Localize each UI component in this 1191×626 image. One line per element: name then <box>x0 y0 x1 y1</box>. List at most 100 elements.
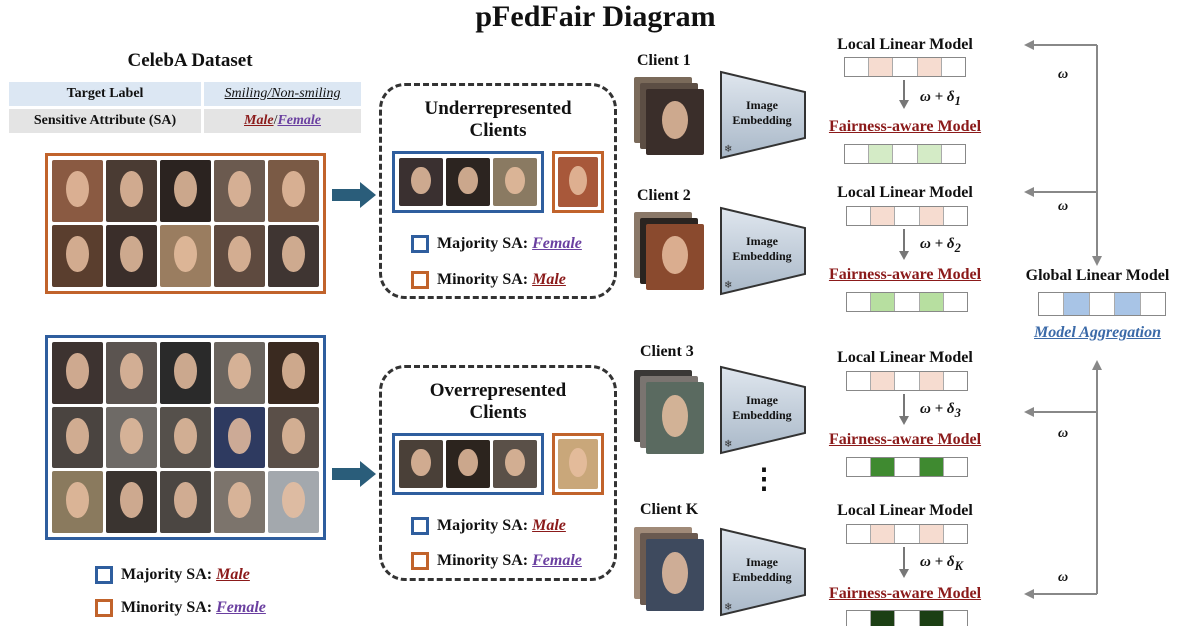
face-photo <box>52 471 103 533</box>
omega-label: ω <box>1058 426 1069 441</box>
under-minority-value: Male <box>532 271 566 288</box>
client-3-image-stack <box>634 370 706 456</box>
client-3-label: Client 3 <box>640 343 694 360</box>
over-group-title: Overrepresented Clients <box>379 380 617 424</box>
left-legend-majority: Majority SA: Male <box>95 566 250 584</box>
snowflake-icon: ❄ <box>724 280 733 291</box>
face-photo <box>52 342 103 404</box>
face-photo <box>446 440 490 488</box>
ellipsis: ⋮ <box>750 464 778 495</box>
local-model-title-1: Local Linear Model <box>837 36 973 53</box>
image-embedding-encoder <box>719 365 809 455</box>
local-model-title-k: Local Linear Model <box>837 502 973 519</box>
delta-formula-k: ω + δK <box>920 554 963 574</box>
left-legend-minority: Minority SA: Female <box>95 599 266 617</box>
blue-square-icon <box>411 517 429 535</box>
embed-line1: Image <box>746 555 778 569</box>
over-minority-image <box>552 433 604 495</box>
orange-square-icon <box>95 599 113 617</box>
snowflake-icon: ❄ <box>724 602 733 613</box>
embed-line1: Image <box>746 393 778 407</box>
omega-label: ω <box>1058 570 1069 585</box>
fairness-cell <box>919 611 944 626</box>
male-face-grid <box>45 335 326 540</box>
delta-sub: 2 <box>954 241 961 255</box>
under-legend-majority: Majority SA: Female <box>411 235 582 253</box>
fairness-model-title-3: Fairness-aware Model <box>828 431 982 448</box>
blue-square-icon <box>411 235 429 253</box>
arrow-right-icon <box>332 182 376 208</box>
image-embedding-encoder <box>719 527 809 617</box>
embed-line2: Embedding <box>732 249 792 263</box>
face-photo <box>160 471 211 533</box>
legend-majority-value: Male <box>216 566 250 583</box>
delta-formula-1: ω + δ1 <box>920 89 961 109</box>
face-photo <box>646 539 704 611</box>
omega-label: ω <box>1058 199 1069 214</box>
female-face-grid <box>45 153 326 294</box>
legend-minority-value: Female <box>216 599 266 616</box>
under-title-line2: Clients <box>469 120 527 141</box>
face-photo <box>214 342 265 404</box>
target-label-value: Smiling/Non-smiling <box>202 82 361 108</box>
local-model-title-3: Local Linear Model <box>837 349 973 366</box>
local-model-vector-3 <box>846 371 968 391</box>
target-value-b: Non-smiling <box>271 86 341 101</box>
overrepresented-group <box>379 365 617 581</box>
face-photo <box>558 157 598 207</box>
client-2-image-stack <box>634 212 706 292</box>
face-photo <box>52 225 103 287</box>
omega-label: ω <box>1058 67 1069 82</box>
delta-sub: K <box>954 559 963 573</box>
fairness-cell <box>869 145 894 163</box>
face-photo <box>106 342 157 404</box>
over-minority-prefix: Minority SA: <box>437 552 529 569</box>
image-embedding-encoder <box>719 206 809 296</box>
fairness-model-vector-k <box>846 610 968 626</box>
sa-name: Sensitive Attribute (SA) <box>9 106 204 133</box>
delta-formula-3: ω + δ3 <box>920 401 961 421</box>
local-model-vector-2 <box>846 206 968 226</box>
sa-sep: / <box>273 113 278 128</box>
aggregation-connectors <box>1024 40 1102 599</box>
embed-line1: Image <box>746 98 778 112</box>
face-photo <box>646 224 704 290</box>
over-title-line1: Overrepresented <box>429 380 567 401</box>
dataset-heading: CelebA Dataset <box>127 50 253 71</box>
under-majority-value: Female <box>532 235 582 252</box>
face-photo <box>268 342 319 404</box>
over-legend-minority: Minority SA: Female <box>411 552 582 570</box>
face-photo <box>214 471 265 533</box>
global-model-vector <box>1038 292 1166 316</box>
face-photo <box>493 440 537 488</box>
legend-minority-prefix: Minority SA: <box>121 599 213 616</box>
fairness-cell <box>919 458 944 476</box>
delta-text: ω + δ <box>920 401 955 417</box>
over-minority-value: Female <box>532 552 582 569</box>
face-photo <box>160 160 211 222</box>
under-minority-image <box>552 151 604 213</box>
snowflake-icon: ❄ <box>724 144 733 155</box>
arrow-down-icon <box>899 394 909 425</box>
legend-majority-prefix: Majority SA: <box>121 566 213 583</box>
local-model-vector-1 <box>844 57 966 77</box>
snowflake-icon: ❄ <box>724 439 733 450</box>
over-majority-prefix: Majority SA: <box>437 517 529 534</box>
face-photo <box>160 406 211 469</box>
under-majority-prefix: Majority SA: <box>437 235 529 252</box>
face-photo <box>268 225 319 287</box>
face-photo <box>268 160 319 222</box>
delta-formula-2: ω + δ2 <box>920 236 961 256</box>
fairness-model-vector-2 <box>846 292 968 312</box>
face-photo <box>646 382 704 454</box>
fairness-cell <box>871 611 896 626</box>
over-legend-majority: Majority SA: Male <box>411 517 566 535</box>
client-k-image-stack <box>634 527 706 613</box>
orange-square-icon <box>411 552 429 570</box>
face-photo <box>214 225 265 287</box>
arrow-right-icon <box>332 461 376 487</box>
face-photo <box>52 160 103 222</box>
